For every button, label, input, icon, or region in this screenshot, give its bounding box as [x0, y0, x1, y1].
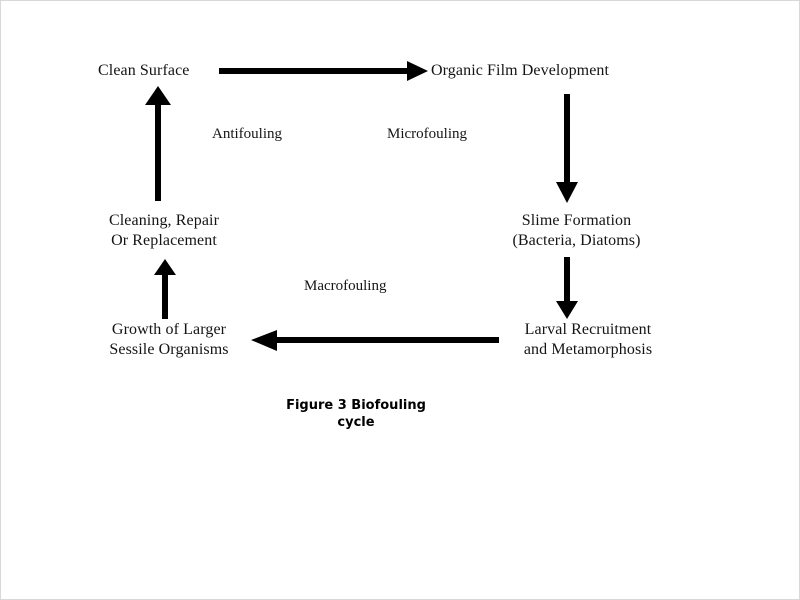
process-label-macrofouling: Macrofouling — [304, 278, 387, 294]
node-cleaning-repair: Cleaning, Repair Or Replacement — [108, 212, 219, 249]
arrow-slime-to-larval — [556, 257, 578, 319]
node-larval-recruitment: Larval Recruitment and Metamorphosis — [523, 321, 653, 358]
node-slime-formation: Slime Formation (Bacteria, Diatoms) — [512, 212, 641, 249]
node-growth-sessile: Growth of Larger Sessile Organisms — [109, 321, 229, 358]
arrow-clean-to-organic — [219, 61, 428, 81]
node-organic-film: Organic Film Development — [431, 62, 610, 79]
arrow-growth-to-cleaning — [154, 259, 176, 319]
arrow-larval-to-growth — [251, 330, 499, 351]
arrow-cleaning-to-clean — [145, 86, 171, 201]
process-label-microfouling: Microfouling — [387, 126, 467, 142]
figure-caption: Figure 3 Biofouling cycle — [286, 398, 426, 430]
node-clean-surface: Clean Surface — [98, 62, 190, 79]
process-label-antifouling: Antifouling — [212, 126, 282, 142]
arrow-organic-to-slime — [556, 94, 578, 203]
